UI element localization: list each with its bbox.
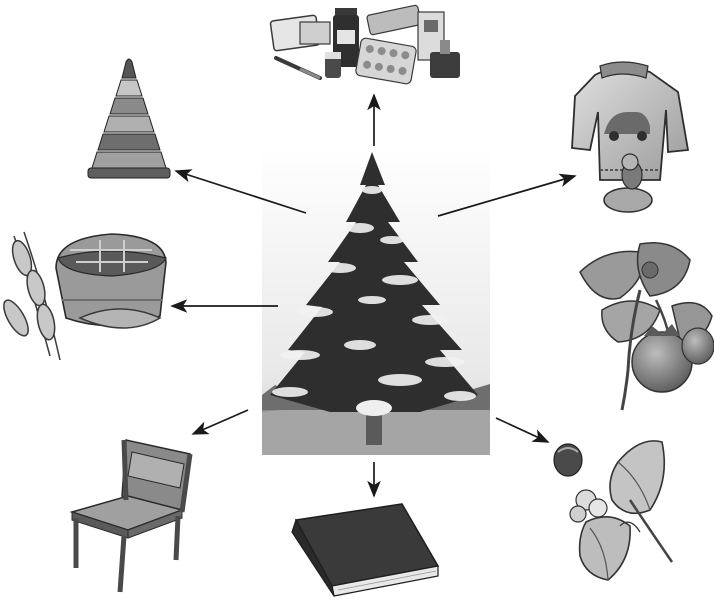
knitted-sweater-icon (571, 61, 690, 213)
medicines-icon (269, 4, 460, 85)
arrows (170, 93, 577, 498)
snowy-spruce-tree-icon (262, 147, 490, 455)
arrow-to-chair (191, 409, 249, 435)
strawberry-plant-icon (579, 242, 714, 411)
wheat-and-pie-icon (3, 231, 167, 361)
arrow-to-sweater (437, 173, 577, 217)
wooden-chair-icon (69, 439, 193, 593)
arrow-to-hazelnut (495, 417, 550, 443)
hazelnut-branch-icon (553, 440, 674, 581)
stacking-pyramid-toy-icon (87, 58, 171, 179)
book-icon (291, 503, 440, 597)
arrow-to-pyramid (174, 169, 307, 214)
